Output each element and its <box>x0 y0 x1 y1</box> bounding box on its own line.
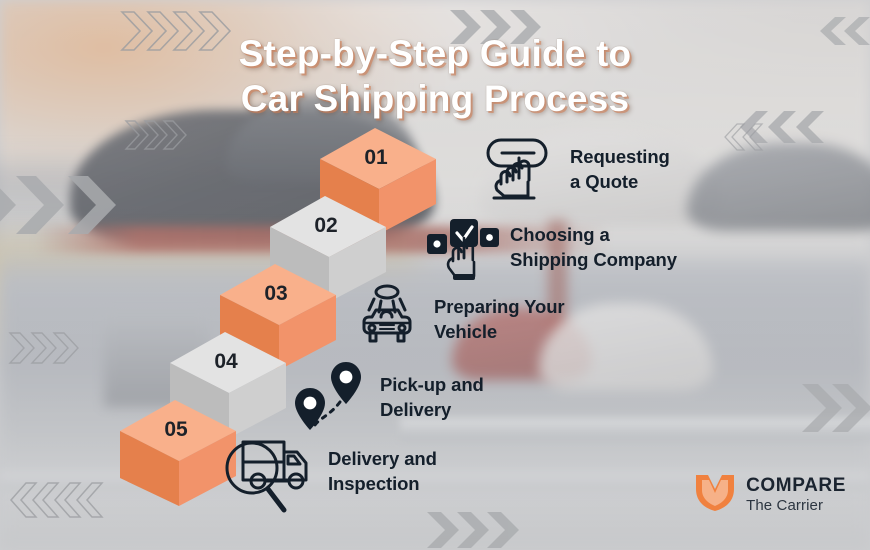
chevrons-bottom-right-solid <box>798 380 870 436</box>
hand-press-button-icon <box>484 136 554 202</box>
chevrons-right-outline <box>722 122 782 152</box>
brand-logo[interactable]: COMPARE The Carrier <box>693 471 846 518</box>
step-cube-04: 04 <box>168 330 290 445</box>
chevrons-corner-right-solid <box>818 14 870 48</box>
cube-number-04: 04 <box>214 350 238 373</box>
brand-logo-text: COMPARE The Carrier <box>746 476 846 513</box>
map-pins-route-icon <box>288 358 372 436</box>
chevrons-top-left-outline <box>120 8 250 54</box>
step-item-5: Delivery and Inspection <box>222 428 437 514</box>
chevrons-top-center-solid <box>448 6 558 48</box>
background-guard-rail <box>400 418 870 440</box>
chevrons-bottom-left-outline <box>10 480 106 520</box>
step-cube-05: 05 <box>118 398 240 513</box>
checkbox-hand-select-icon <box>424 212 500 282</box>
truck-magnifier-icon <box>222 428 314 514</box>
chevrons-bottom-center-solid <box>425 508 535 550</box>
cube-number-03: 03 <box>264 282 287 305</box>
step-item-2: Choosing a Shipping Company <box>424 212 677 282</box>
background-carrier-post-right <box>548 220 568 341</box>
page-title: Step-by-Step Guide to Car Shipping Proce… <box>238 33 632 119</box>
brand-name-bottom: The Carrier <box>746 497 824 514</box>
step-cube-03: 03 <box>218 262 340 377</box>
car-wash-icon <box>352 283 422 355</box>
step-item-1: Requesting a Quote <box>484 136 670 202</box>
chevrons-top-right-solid <box>738 108 830 146</box>
step-item-3: Preparing Your Vehicle <box>352 283 565 355</box>
step-label-4: Pick-up and Delivery <box>380 374 484 420</box>
brand-name-top: COMPARE <box>746 475 846 496</box>
step-cube-01: 01 <box>318 126 440 241</box>
cube-number-02: 02 <box>314 214 337 237</box>
chevrons-left-solid <box>0 170 163 240</box>
step-label-1: Requesting a Quote <box>570 146 670 192</box>
step-label-5: Delivery and Inspection <box>328 448 437 494</box>
cube-number-01: 01 <box>364 146 388 169</box>
chevrons-lower-left-outline <box>8 330 90 366</box>
step-label-2: Choosing a Shipping Company <box>510 224 677 270</box>
step-item-4: Pick-up and Delivery <box>288 358 484 436</box>
cube-number-05: 05 <box>164 418 188 441</box>
step-cube-02: 02 <box>268 194 390 309</box>
step-label-3: Preparing Your Vehicle <box>434 296 565 342</box>
chevrons-mid-left-outline <box>124 118 204 152</box>
shield-chevron-logo-icon <box>693 471 737 518</box>
